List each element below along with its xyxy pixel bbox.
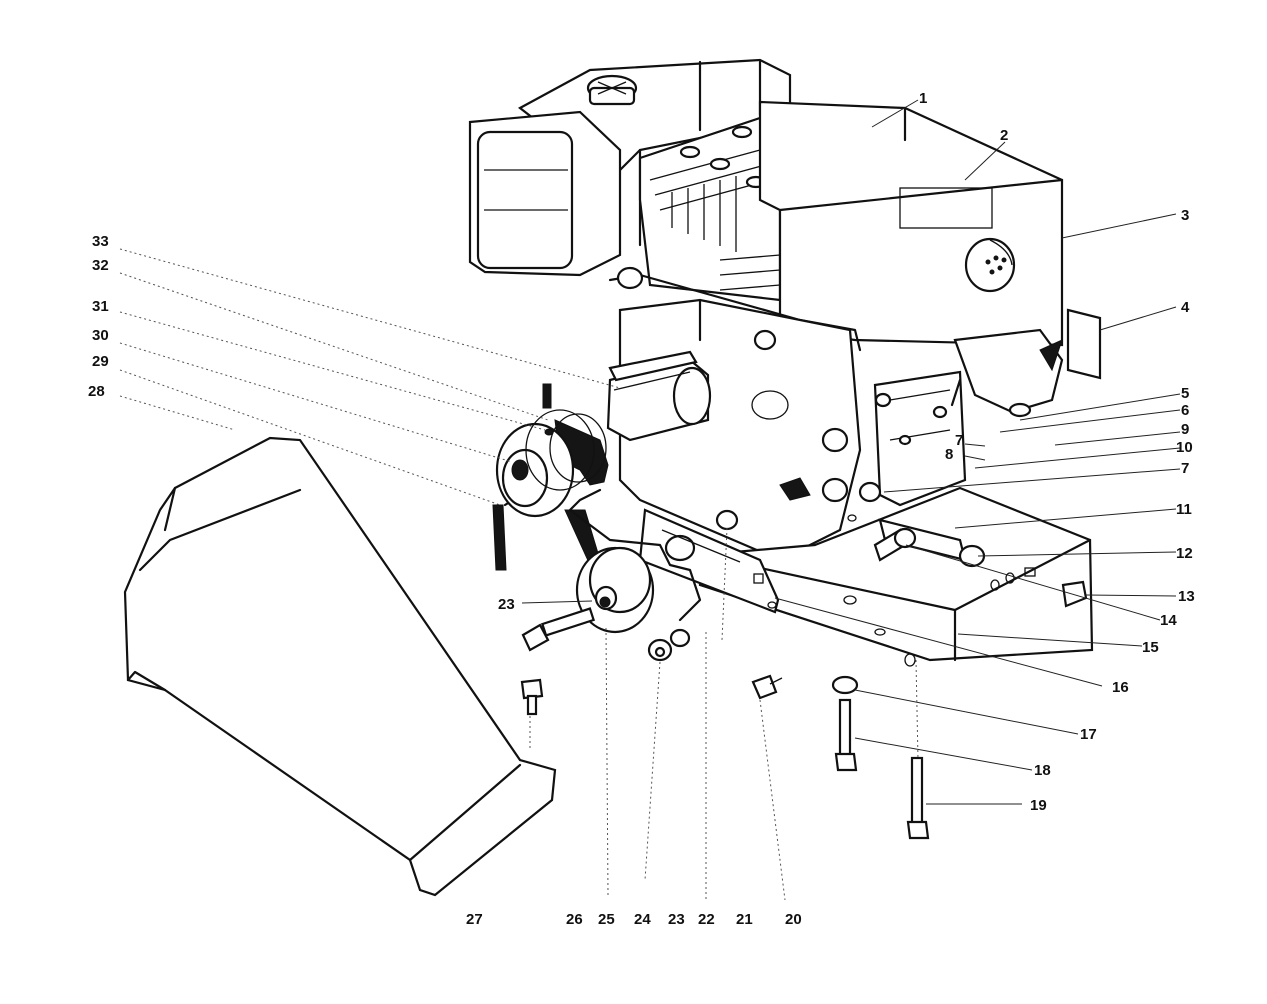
- engine-base-plate: [698, 486, 1094, 667]
- callout-33: 33: [92, 233, 109, 250]
- callout-labels: 1 2 3 4 5 6 7 8 9 10 7 11 12 13 14 15 16…: [88, 90, 1195, 928]
- callout-17: 17: [1080, 726, 1097, 743]
- loose-hardware: [520, 674, 930, 840]
- callout-23b: 23: [668, 911, 685, 928]
- callout-25: 25: [598, 911, 615, 928]
- callout-14: 14: [1160, 612, 1177, 629]
- callout-2: 2: [1000, 127, 1008, 144]
- callout-20: 20: [785, 911, 802, 928]
- callout-6: 6: [1181, 402, 1189, 419]
- callout-27: 27: [466, 911, 483, 928]
- callout-7a: 7: [955, 432, 963, 449]
- callout-11: 11: [1176, 501, 1192, 518]
- callout-10: 10: [1176, 439, 1193, 456]
- callout-22: 22: [698, 911, 715, 928]
- callout-5: 5: [1181, 385, 1189, 402]
- callout-3: 3: [1181, 207, 1189, 224]
- callout-23a: 23: [498, 596, 515, 613]
- idler-pulley-assembly: [521, 488, 739, 662]
- callout-30: 30: [92, 327, 109, 344]
- callout-26: 26: [566, 911, 583, 928]
- engine-pulley-and-belt: [492, 383, 609, 571]
- callout-16: 16: [1112, 679, 1129, 696]
- callout-13: 13: [1178, 588, 1195, 605]
- callout-15: 15: [1142, 639, 1159, 656]
- callout-24: 24: [634, 911, 651, 928]
- callout-29: 29: [92, 353, 109, 370]
- callout-4: 4: [1181, 299, 1190, 316]
- callout-7b: 7: [1181, 460, 1189, 477]
- callout-9: 9: [1181, 421, 1189, 438]
- belt-guard: [123, 436, 557, 897]
- callout-32: 32: [92, 257, 109, 274]
- callout-21: 21: [736, 911, 753, 928]
- callout-18: 18: [1034, 762, 1051, 779]
- idler-bracket: [638, 508, 780, 614]
- callout-1: 1: [919, 90, 927, 107]
- callout-28: 28: [88, 383, 105, 400]
- callout-leaders: [119, 99, 1181, 901]
- callout-8: 8: [945, 446, 953, 463]
- engine-assembly: [468, 58, 1102, 572]
- callout-12: 12: [1176, 545, 1193, 562]
- callout-31: 31: [92, 298, 109, 315]
- callout-19: 19: [1030, 797, 1047, 814]
